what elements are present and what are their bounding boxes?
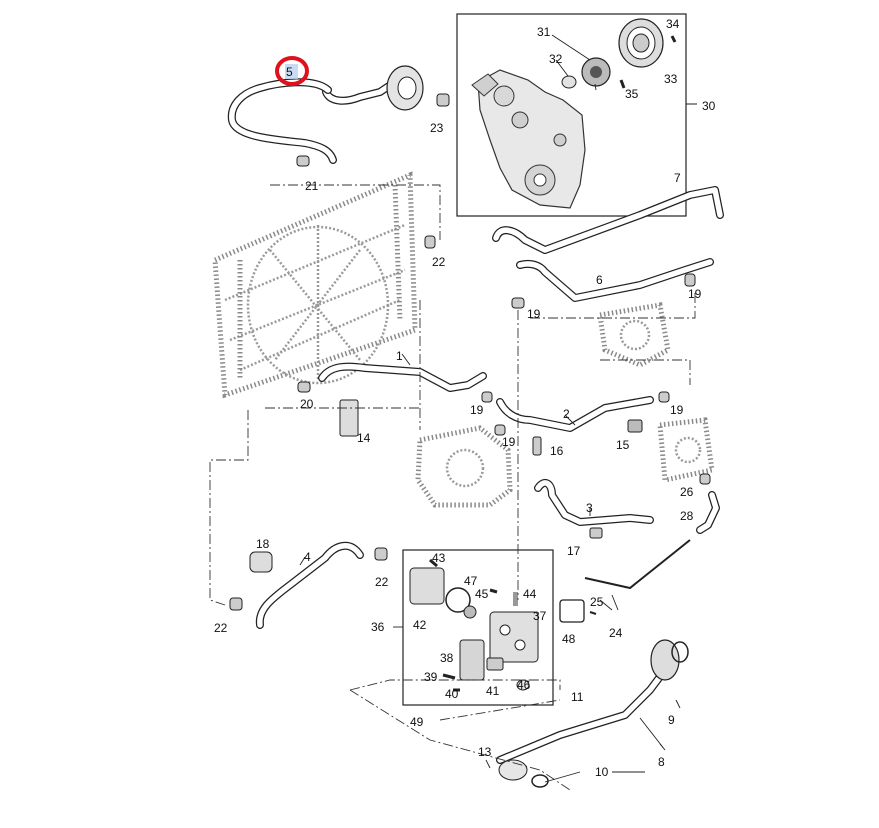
label-16: 16 [550, 444, 564, 458]
label-42: 42 [413, 618, 427, 632]
label-10: 10 [595, 765, 609, 779]
label-48: 48 [562, 632, 576, 646]
throttle-body-outline [597, 302, 715, 484]
assembly-leader-lines [209, 184, 696, 791]
label-19-b: 19 [527, 307, 541, 321]
label-22-low: 22 [214, 621, 228, 635]
label-38: 38 [440, 651, 454, 665]
label-24: 24 [609, 626, 623, 640]
label-31: 31 [537, 25, 551, 39]
label-28: 28 [680, 509, 694, 523]
hose-clamps [229, 93, 711, 611]
label-46: 46 [517, 678, 531, 692]
label-17: 17 [567, 544, 581, 558]
part-labels: 5 23 21 22 31 32 34 33 35 30 7 6 19 19 1… [214, 17, 716, 779]
label-19-e: 19 [670, 403, 684, 417]
label-4: 4 [304, 550, 311, 564]
label-44: 44 [523, 587, 537, 601]
label-40: 40 [445, 687, 459, 701]
label-36: 36 [371, 620, 385, 634]
label-26: 26 [680, 485, 694, 499]
label-37: 37 [533, 609, 547, 623]
label-22-mid: 22 [375, 575, 389, 589]
label-3: 3 [586, 501, 593, 515]
label-21: 21 [305, 179, 319, 193]
highlight-circle [275, 56, 309, 86]
label-19-a: 19 [688, 287, 702, 301]
water-pump-inset [456, 13, 687, 217]
label-8: 8 [658, 755, 665, 769]
label-35: 35 [625, 87, 639, 101]
label-47: 47 [464, 574, 478, 588]
label-19-d: 19 [502, 435, 516, 449]
label-45: 45 [475, 587, 489, 601]
thermostat-inset [402, 549, 597, 706]
callout-lines [299, 34, 697, 783]
label-15: 15 [616, 438, 630, 452]
label-2: 2 [563, 407, 570, 421]
label-30: 30 [702, 99, 716, 113]
label-43: 43 [432, 551, 446, 565]
label-34: 34 [666, 17, 680, 31]
label-18: 18 [256, 537, 270, 551]
label-39: 39 [424, 670, 438, 684]
label-22-top: 22 [432, 255, 446, 269]
label-13: 13 [478, 745, 492, 759]
thermostat-housing-outline [415, 425, 513, 508]
label-25: 25 [590, 595, 604, 609]
label-6: 6 [596, 273, 603, 287]
label-49: 49 [410, 715, 424, 729]
label-7: 7 [674, 171, 681, 185]
label-23: 23 [430, 121, 444, 135]
label-41: 41 [486, 684, 500, 698]
label-32: 32 [549, 52, 563, 66]
radiator-outline [212, 171, 418, 399]
label-20: 20 [300, 397, 314, 411]
label-19-c: 19 [470, 403, 484, 417]
label-11: 11 [571, 690, 584, 704]
label-33: 33 [664, 72, 678, 86]
label-9: 9 [668, 713, 675, 727]
label-1: 1 [396, 349, 403, 363]
hoses [227, 65, 724, 788]
label-5: 5 [286, 65, 293, 79]
label-14: 14 [357, 431, 371, 445]
